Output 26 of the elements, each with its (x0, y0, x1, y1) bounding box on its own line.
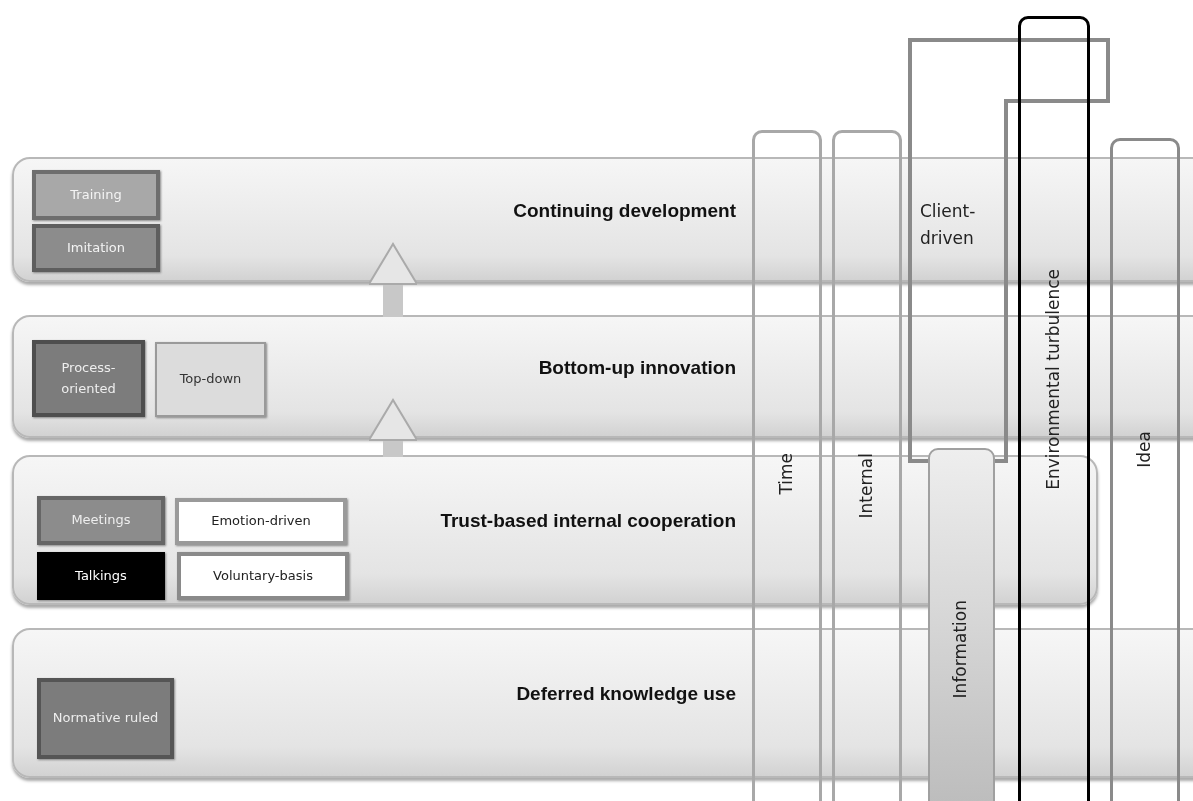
vertical-bar (752, 130, 822, 801)
tag-box: Meetings (37, 496, 165, 545)
block-arrow (368, 243, 418, 317)
bar-label: Information (949, 600, 970, 699)
block-arrow (368, 399, 418, 457)
layer-title: Continuing development (513, 199, 736, 222)
tag-box: Voluntary-basis (177, 552, 349, 600)
layer-title: Trust-based internal cooperation (440, 510, 736, 532)
layer-title: Deferred knowledge use (516, 683, 736, 705)
tag-box: Top-down (155, 342, 266, 417)
tag-box: Talkings (37, 552, 165, 600)
bar-label: Internal (856, 453, 876, 519)
layer-title: Bottom-up innovation (538, 356, 736, 379)
bar-label: Client-driven (920, 200, 977, 251)
bar-label: Time (776, 453, 796, 495)
tag-box: Normative ruled (37, 678, 174, 759)
bar-label: Environmental turbulence (1043, 269, 1063, 490)
tag-box: Process-oriented (32, 340, 145, 417)
vertical-bar (928, 448, 995, 801)
bar-label: Idea (1134, 431, 1154, 468)
tag-box: Emotion-driven (175, 498, 347, 545)
vertical-bar (1110, 138, 1180, 801)
tag-box: Imitation (32, 224, 160, 272)
vertical-bar (832, 130, 902, 801)
tag-box: Training (32, 170, 160, 220)
vertical-bar (1018, 16, 1090, 801)
